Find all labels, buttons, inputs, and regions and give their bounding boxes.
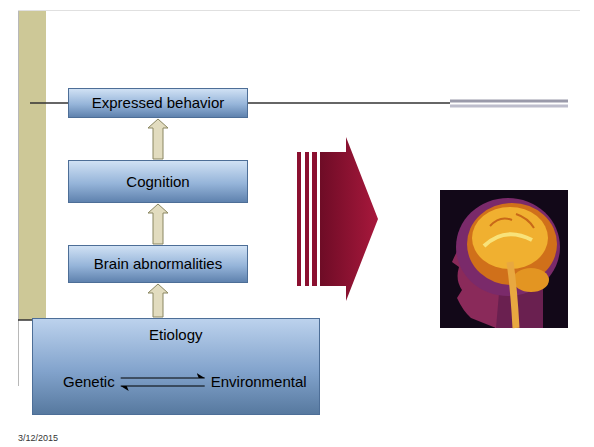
reaction-arrow	[121, 378, 205, 379]
factor-node: Genetic	[63, 373, 115, 391]
frame-line	[18, 10, 580, 11]
block-arrow	[148, 284, 168, 317]
mri-brainstem	[510, 262, 516, 328]
mri-corpus-callosum	[484, 234, 532, 246]
etiology-box: EtiologyGenetic Environmental	[32, 318, 320, 415]
level-box: Brain abnormalities	[68, 245, 248, 283]
node-text: Etiology	[149, 326, 202, 344]
node-text: Genetic	[63, 373, 115, 391]
block-arrow	[148, 204, 168, 244]
arrow-stripe	[297, 152, 301, 286]
mri-cerebrum	[472, 207, 548, 269]
date-label: 3/12/2015	[18, 427, 58, 445]
mri-skull	[456, 198, 560, 296]
block-arrow	[148, 119, 168, 159]
node-text: Environmental	[211, 373, 307, 391]
big-red-arrow	[320, 137, 378, 301]
mri-background	[440, 190, 568, 328]
frame-line	[18, 10, 19, 386]
arrow-stripe	[305, 152, 309, 286]
side-strip	[19, 10, 46, 320]
mri-folds	[490, 214, 534, 228]
mri-cerebellum	[513, 268, 549, 292]
mri-image	[440, 190, 568, 328]
node-text: Brain abnormalities	[94, 255, 222, 273]
node-text: Cognition	[126, 173, 189, 191]
arrow-stripe	[312, 152, 317, 286]
factor-node: Environmental	[211, 373, 307, 391]
rule-bar	[450, 100, 568, 103]
level-box: Cognition	[68, 160, 248, 203]
date-text: 3/12/2015	[18, 433, 58, 444]
level-box: Expressed behavior	[68, 88, 248, 118]
node-text: Expressed behavior	[92, 94, 225, 112]
rule-bar	[450, 105, 568, 108]
reaction-arrow	[121, 386, 205, 387]
